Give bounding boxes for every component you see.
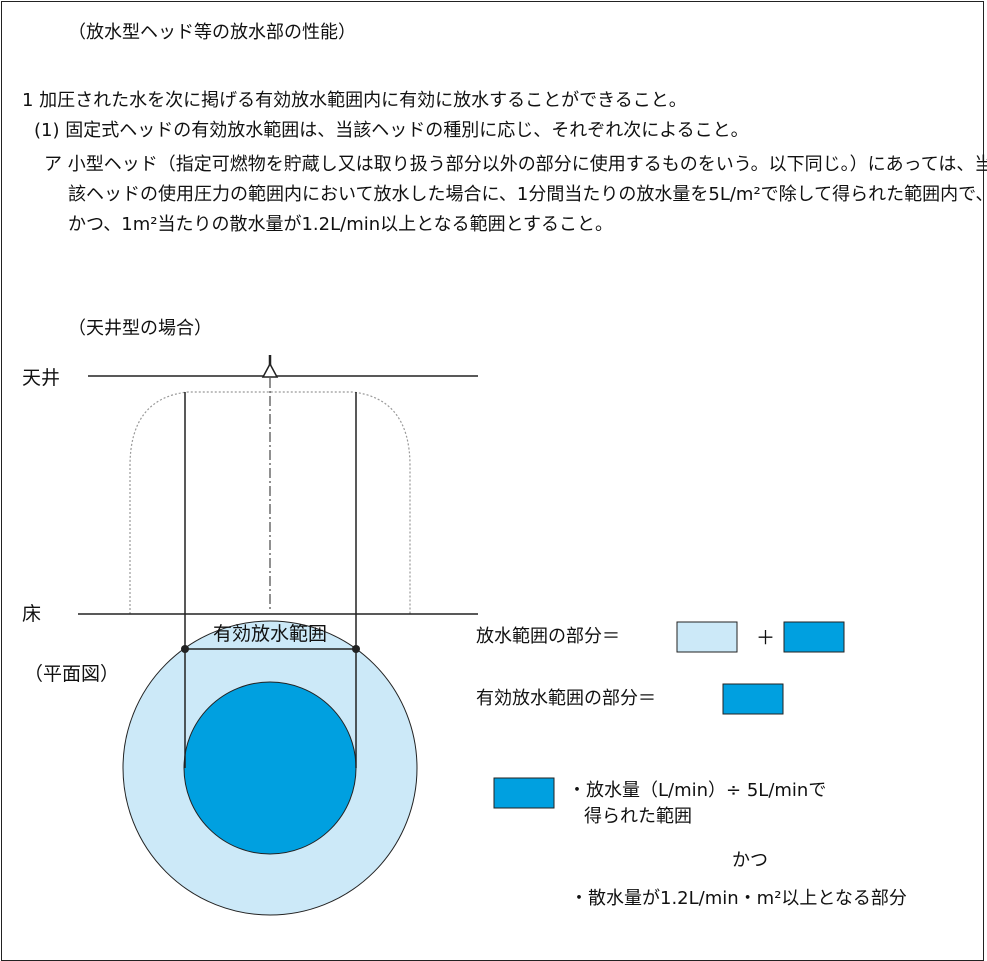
and-text: かつ [732,850,768,871]
legend-swatch-dark-1 [783,621,845,653]
floor-label: 床 [22,603,41,625]
item-1-text: 1 加圧された水を次に掲げる有効放水範囲内に有効に放水することができること。 [22,90,687,111]
effective-area-inner-circle [183,681,357,855]
ceiling-label: 天井 [22,367,60,389]
dimension-dot-right [352,645,360,653]
legend-plus: ＋ [756,627,775,649]
effective-range-label: 有効放水範囲 [213,623,327,645]
legend-effective-area-text: 有効放水範囲の部分＝ [476,688,656,709]
section-heading: （放水型ヘッド等の放水部の性能） [68,22,356,43]
dimension-dot-left [181,645,189,653]
sprinkler-head-icon [261,362,279,378]
plan-view-label: （平面図） [24,663,119,685]
condition-2-text: ・散水量が1.2L/min・m²以上となる部分 [570,888,907,909]
legend-swatch-dark-2 [722,683,784,715]
condition-1-line2: 得られた範囲 [584,806,692,827]
legend-spray-area-text: 放水範囲の部分＝ [476,626,620,647]
condition-1-line1: ・放水量（L/min）÷ 5L/minで [568,780,827,801]
item-a-text: ア 小型ヘッド（指定可燃物を貯蔵し又は取り扱う部分以外の部分に使用するものをいう… [44,154,987,235]
item-1-1-text: (1) 固定式ヘッドの有効放水範囲は、当該ヘッドの種別に応じ、それぞれ次によるこ… [34,120,749,141]
legend-swatch-dark-3 [493,777,555,809]
legend-swatch-light [676,621,738,653]
case-label: （天井型の場合） [68,318,212,339]
